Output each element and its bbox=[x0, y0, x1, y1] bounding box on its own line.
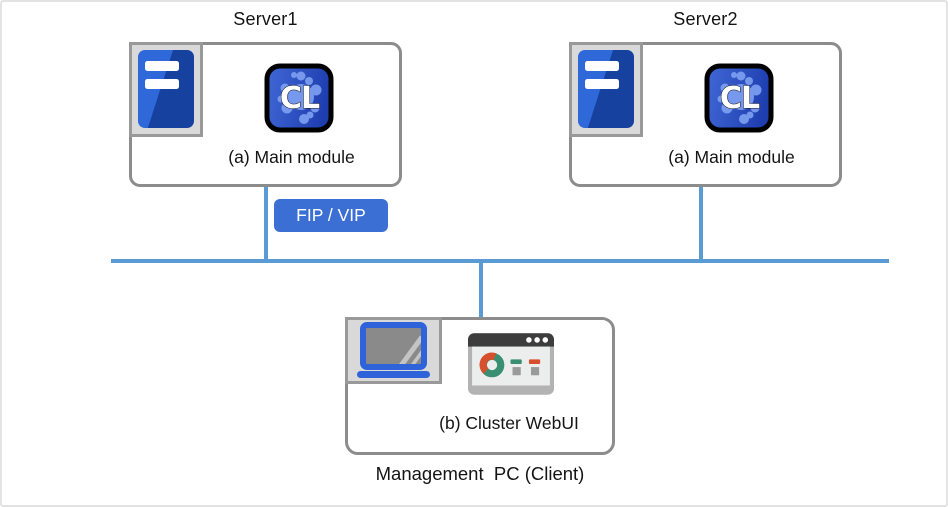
laptop-icon bbox=[345, 317, 442, 384]
server1-module-label: (a) Main module bbox=[228, 147, 355, 167]
management-pc-module-label: (b) Cluster WebUI bbox=[439, 413, 579, 433]
server-tower-icon-art bbox=[578, 50, 634, 128]
cluster-app-icon: CL bbox=[704, 63, 774, 133]
cluster-app-logo-text: CL bbox=[720, 81, 760, 116]
server2-title: Server2 bbox=[673, 9, 738, 29]
cluster-app-icon: CL bbox=[264, 63, 334, 133]
server-tower-icon bbox=[569, 42, 643, 137]
webui-browser-icon bbox=[468, 333, 554, 395]
network-line-backbone bbox=[111, 259, 889, 263]
server-tower-icon bbox=[129, 42, 203, 137]
network-line-managementpc-drop bbox=[479, 261, 483, 319]
server1-title: Server1 bbox=[233, 9, 298, 29]
network-line-server1-drop bbox=[264, 185, 268, 262]
server2-module-label: (a) Main module bbox=[668, 147, 795, 167]
fip-vip-badge: FIP / VIP bbox=[274, 199, 388, 232]
management-pc-caption: Management PC (Client) bbox=[375, 463, 585, 484]
webui-donut-chart-segment bbox=[479, 352, 497, 374]
cluster-app-logo-text: CL bbox=[280, 81, 320, 116]
laptop-icon-art bbox=[357, 322, 430, 378]
server-tower-icon-art bbox=[138, 50, 194, 128]
network-line-server2-drop bbox=[699, 185, 703, 262]
